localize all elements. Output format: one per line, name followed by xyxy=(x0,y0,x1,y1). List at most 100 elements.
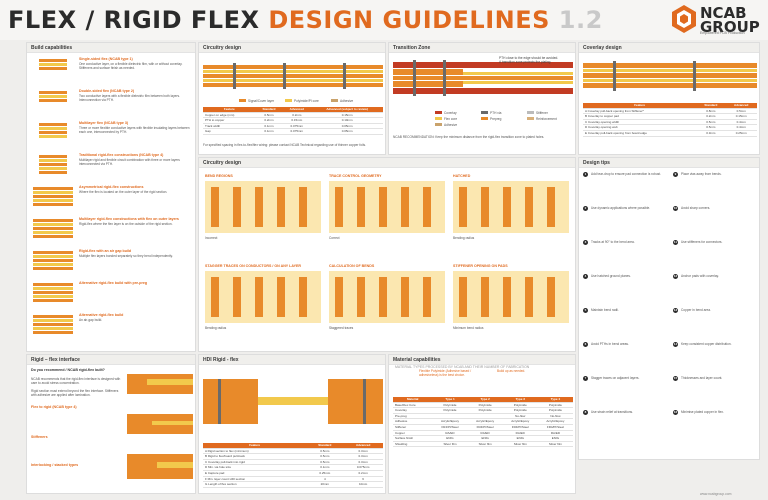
table-cell: FR4/PI/Steel xyxy=(502,424,538,431)
table-cell: 0.2mm xyxy=(255,117,283,124)
hdi-diagram xyxy=(203,379,383,424)
design-tip-text: Use hatched ground planes. xyxy=(591,274,631,278)
build-item-text: Three or more flexible conductive layers… xyxy=(79,126,190,134)
transition-zone-panel: Transition Zone PTH close to the edge sh… xyxy=(388,42,576,155)
table-cell: Copper on edge (mm) xyxy=(203,112,256,119)
table-cell: ENIG xyxy=(432,435,468,442)
table-cell: Polyimide xyxy=(537,402,573,409)
table-cell: Acrylic/Epoxy xyxy=(432,418,468,425)
circuitry-top-title: Circuitry design xyxy=(203,45,242,51)
legend-label: Signal/Cover layer xyxy=(248,98,275,103)
legend-swatch xyxy=(285,99,292,102)
legend-label: Prepreg xyxy=(490,116,502,121)
table-cell: Polyimide xyxy=(467,407,503,414)
table-cell: 0.5mm xyxy=(696,124,726,131)
table-cell: Polyimide xyxy=(502,407,538,414)
circuitry-stackup-diagram xyxy=(203,63,383,89)
design-tip-text: Keep consistent copper distribution. xyxy=(681,342,732,346)
table-cell: E Capture pad xyxy=(203,470,307,477)
tip-number-badge: 15 xyxy=(673,376,678,381)
table-cell: 0.3mm xyxy=(343,448,383,455)
build-item-heading: Traditional rigid-flex constructions (NC… xyxy=(79,153,164,157)
circuitry-section-title: CALCULATION OF BENDS xyxy=(329,264,375,268)
title-part-1: FLEX / RIGID FLEX xyxy=(8,6,269,34)
tip-number-badge: 9 xyxy=(673,172,678,177)
table-cell: No-flow xyxy=(502,413,538,420)
table-header-cell: Standard xyxy=(255,107,283,113)
material-title: Material capabilities xyxy=(393,357,441,363)
design-tip-text: Copper in bend area. xyxy=(681,308,711,312)
table-header-cell: Feature xyxy=(203,107,256,113)
table-cell: 0.05mm xyxy=(311,123,383,130)
table-cell: Polyimide xyxy=(467,402,503,409)
table-cell: 6 xyxy=(343,476,383,483)
build-stackup-icon xyxy=(33,283,73,302)
transition-diagram xyxy=(393,60,573,96)
build-stackup-icon xyxy=(39,123,67,138)
design-tip-text: Maintain bend radii. xyxy=(591,308,619,312)
build-item-heading: Rigid-flex with an air gap build xyxy=(79,249,132,253)
tip-number-badge: 16 xyxy=(673,410,678,415)
table-cell: FR4/PI/Steel xyxy=(537,424,573,431)
material-subtitle: MATERIAL TYPES PROCESSED BY NCAB AND THE… xyxy=(395,365,530,369)
build-item-heading: Asymmetrical rigid-flex constructions xyxy=(79,185,144,189)
design-tip-text: Anchor pads with coverlay. xyxy=(681,274,719,278)
table-cell: 0.5mm xyxy=(725,108,757,115)
table-cell: Shielding xyxy=(393,441,433,448)
design-tip-text: Use strain relief at transitions. xyxy=(591,410,633,414)
legend-label: Coverlay xyxy=(444,110,457,115)
build-stackup-icon xyxy=(33,219,73,238)
table-cell: Coverlay xyxy=(393,407,433,414)
table-header-cell: Standard xyxy=(306,443,344,449)
design-tip-text: Stagger traces on adjacent layers. xyxy=(591,376,640,380)
legend-swatch xyxy=(481,117,488,120)
table-cell: 0.1mm xyxy=(306,464,344,471)
table-cell: Stiffener xyxy=(393,424,433,431)
tip-number-badge: 1 xyxy=(583,172,588,177)
table-header-cell: Standard xyxy=(696,103,726,109)
build-capabilities-panel: Build capabilities Single-sided flex (NC… xyxy=(26,42,196,352)
table-cell: ENIG xyxy=(467,435,503,442)
hdi-title: HDI Rigid - flex xyxy=(203,357,239,363)
circuitry-section-illustration xyxy=(205,271,321,323)
table-cell: 0.4mm xyxy=(725,119,757,126)
design-tips-title: Design tips xyxy=(583,160,610,166)
circuitry-section-title: HATCHED xyxy=(453,174,471,178)
tip-number-badge: 10 xyxy=(673,206,678,211)
build-item-heading: Alternative rigid-flex build xyxy=(79,313,124,317)
table-cell: 0.10mm xyxy=(311,117,383,124)
table-cell: B Rigid to flex/board pull-back xyxy=(203,453,307,460)
table-cell: A Rigid section to flex (minimum) xyxy=(203,448,307,455)
title-part-2: DESIGN GUIDELINES xyxy=(268,6,550,34)
page-title: FLEX / RIGID FLEX DESIGN GUIDELINES 1.2 xyxy=(8,6,603,34)
table-cell: 0.25mm xyxy=(725,130,757,137)
table-cell: 10mm xyxy=(343,481,383,488)
legend-swatch xyxy=(481,111,488,114)
legend-swatch xyxy=(527,117,534,120)
table-cell: 0.5mm xyxy=(306,459,344,466)
tip-number-badge: 7 xyxy=(583,376,588,381)
header: FLEX / RIGID FLEX DESIGN GUIDELINES 1.2 … xyxy=(0,0,768,40)
circuitry-mid-title: Circuitry design xyxy=(203,160,242,166)
build-stackup-icon xyxy=(39,155,67,174)
build-item-heading: Multilayer flex (NCAB type 3) xyxy=(79,121,129,125)
circuitry-section-illustration xyxy=(205,181,321,233)
circuitry-section-title: STIFFENER OPENING ON PADS xyxy=(453,264,508,268)
tip-number-badge: 13 xyxy=(673,308,678,313)
table-cell: 0.075mm xyxy=(282,128,312,135)
legend-label: Adhesive xyxy=(444,122,458,127)
